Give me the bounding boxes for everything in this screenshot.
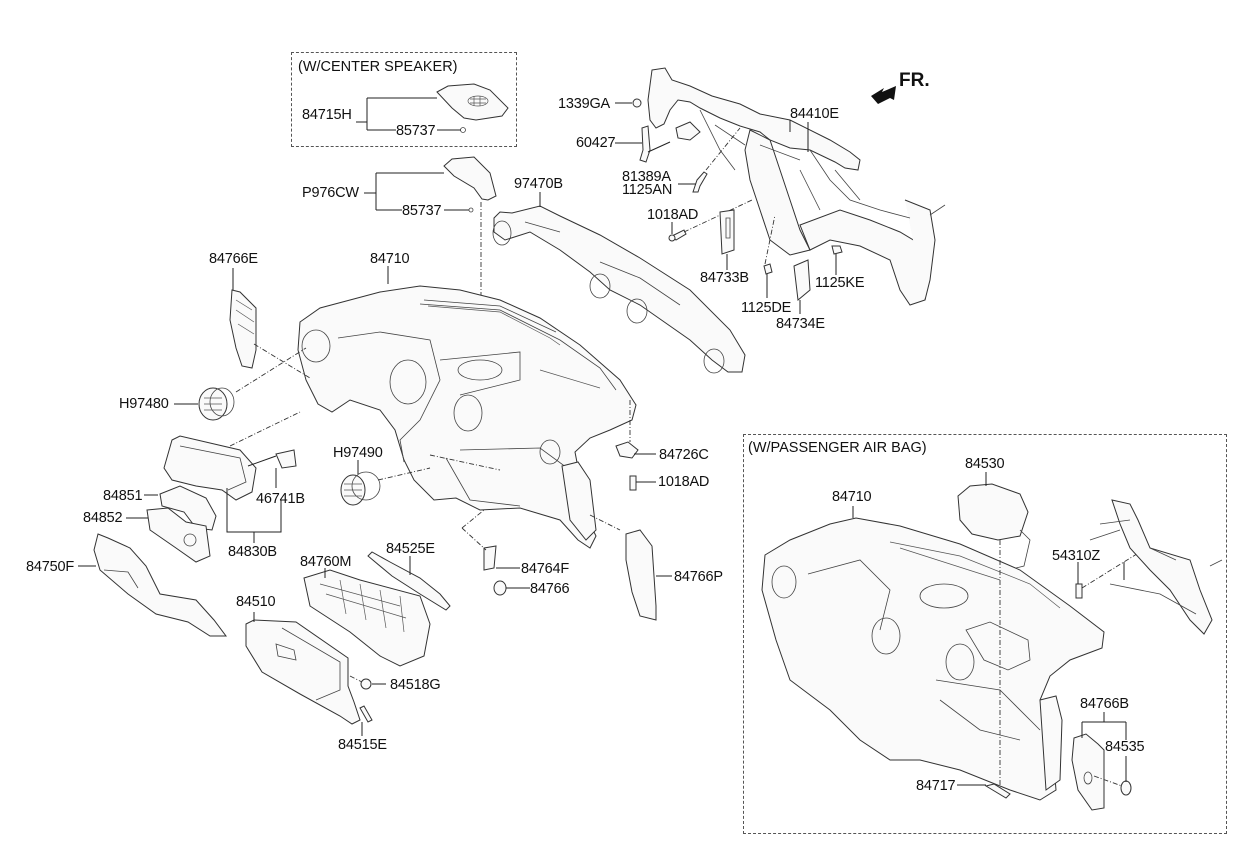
passenger-air-bag-group-title: (W/PASSENGER AIR BAG) xyxy=(748,440,927,456)
part-label-84851[interactable]: 84851 xyxy=(103,488,143,504)
defroster-duct-part xyxy=(492,205,746,374)
part-label-h97480[interactable]: H97480 xyxy=(119,396,169,412)
airbag-mounting-bracket-part xyxy=(1089,499,1223,635)
glove-box-housing-part xyxy=(303,569,431,667)
crash-pad-main-part xyxy=(297,285,637,549)
part-label-84766b[interactable]: 84766B xyxy=(1080,696,1129,712)
passenger-airbag-module-part xyxy=(957,483,1031,569)
part-label-97470b[interactable]: 97470B xyxy=(514,176,563,192)
part-label-p976cw[interactable]: P976CW xyxy=(302,185,359,201)
center-speaker-group-title: (W/CENTER SPEAKER) xyxy=(298,59,458,75)
part-label-1125de[interactable]: 1125DE xyxy=(741,300,792,316)
part-label-84764f[interactable]: 84764F xyxy=(521,561,569,577)
part-label-84535[interactable]: 84535 xyxy=(1105,739,1145,755)
front-direction-label: FR. xyxy=(899,70,930,91)
part-label-84710-airbag[interactable]: 84710 xyxy=(832,489,872,505)
part-label-84852[interactable]: 84852 xyxy=(83,510,123,526)
part-label-84830b[interactable]: 84830B xyxy=(228,544,277,560)
passenger-air-bag-group-box xyxy=(743,434,1227,834)
bolt-1125ke-part xyxy=(831,245,843,255)
part-label-84515e[interactable]: 84515E xyxy=(338,737,387,753)
part-label-84715h[interactable]: 84715H xyxy=(302,107,352,123)
part-label-84510[interactable]: 84510 xyxy=(236,594,276,610)
part-label-84760m[interactable]: 84760M xyxy=(300,554,352,570)
nut-1339ga-part xyxy=(632,98,642,108)
part-label-84710-main[interactable]: 84710 xyxy=(370,251,410,267)
steering-column-shroud-lower-part xyxy=(146,507,211,563)
bracket-84734e-part xyxy=(793,259,811,301)
side-air-vent-h97480-part xyxy=(198,387,235,421)
cap-84766-part xyxy=(493,580,507,596)
part-label-84766p[interactable]: 84766P xyxy=(674,569,723,585)
crash-pad-airbag-variant-part xyxy=(761,517,1105,801)
part-label-84717[interactable]: 84717 xyxy=(916,778,956,794)
cap-84535-part xyxy=(1120,780,1132,796)
glove-box-bracket-84525e-part xyxy=(367,551,451,611)
part-label-84518g[interactable]: 84518G xyxy=(390,677,441,693)
steering-column-shroud-upper-part xyxy=(159,485,217,531)
part-label-46741b[interactable]: 46741B xyxy=(256,491,305,507)
part-label-85737-cover[interactable]: 85737 xyxy=(402,203,442,219)
part-label-1125ke[interactable]: 1125KE xyxy=(815,275,865,291)
connector-46741b-part xyxy=(275,449,297,469)
bolt-81389a-part xyxy=(692,171,708,193)
bracket-84726c-part xyxy=(615,441,639,459)
part-label-84734e[interactable]: 84734E xyxy=(776,316,825,332)
center-speaker-group-box xyxy=(291,52,517,147)
glove-box-part xyxy=(245,619,361,725)
part-label-1018ad-upper[interactable]: 1018AD xyxy=(647,207,699,223)
damper-84518g-part xyxy=(360,678,372,690)
cluster-fascia-panel-part xyxy=(163,435,257,501)
part-label-84750f[interactable]: 84750F xyxy=(26,559,74,575)
part-label-84726c[interactable]: 84726C xyxy=(659,447,709,463)
part-label-h97490[interactable]: H97490 xyxy=(333,445,383,461)
bracket-84764f-part xyxy=(483,545,497,571)
bracket-84717-part xyxy=(984,783,1011,799)
bracket-60427-part xyxy=(639,125,651,163)
bolt-1018ad-lower-part xyxy=(629,475,637,491)
pin-84515e-part xyxy=(359,705,373,723)
side-cover-84766p-part xyxy=(625,529,657,621)
center-speaker-cover-part xyxy=(436,83,509,133)
crash-pad-center-cover-part xyxy=(443,156,497,213)
part-label-85737-speaker[interactable]: 85737 xyxy=(396,123,436,139)
part-label-60427[interactable]: 60427 xyxy=(576,135,616,151)
part-label-84766e[interactable]: 84766E xyxy=(209,251,258,267)
part-label-1339ga[interactable]: 1339GA xyxy=(558,96,611,112)
part-label-84530[interactable]: 84530 xyxy=(965,456,1005,472)
part-label-84733b[interactable]: 84733B xyxy=(700,270,749,286)
bracket-54310z-part xyxy=(1075,583,1083,599)
part-label-81389a[interactable]: 81389A xyxy=(622,169,671,185)
side-cover-84766e-part xyxy=(229,289,257,369)
cowl-cross-bar-assembly-part xyxy=(647,67,946,306)
front-direction-arrow-icon xyxy=(871,86,896,104)
part-label-84525e[interactable]: 84525E xyxy=(386,541,435,557)
part-label-84766[interactable]: 84766 xyxy=(530,581,570,597)
part-label-1125an[interactable]: 1125AN xyxy=(622,182,673,198)
bolt-1125de-part xyxy=(763,263,773,275)
center-air-vent-h97490-part xyxy=(340,471,381,506)
lower-crash-pad-panel-part xyxy=(93,533,227,637)
bracket-84733b-part xyxy=(719,209,735,255)
part-label-84410e[interactable]: 84410E xyxy=(790,106,839,122)
part-label-1018ad-lower[interactable]: 1018AD xyxy=(658,474,710,490)
part-label-54310z[interactable]: 54310Z xyxy=(1052,548,1100,564)
